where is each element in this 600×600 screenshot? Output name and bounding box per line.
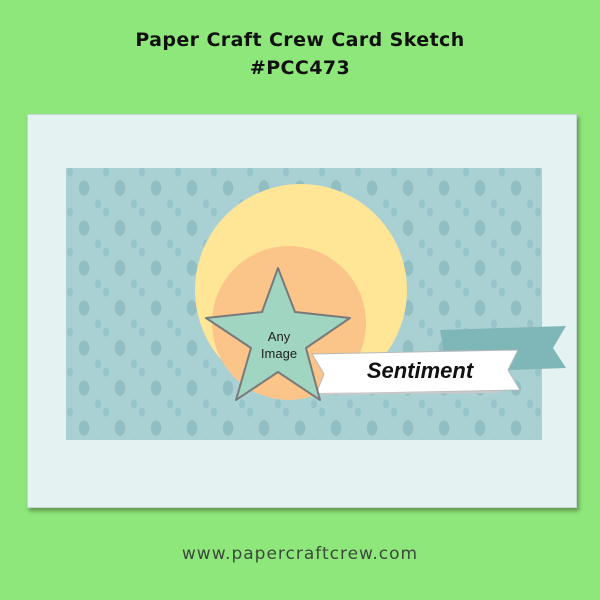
sketch-number: #PCC473 [249,57,351,79]
sketch-title-line-1: Paper Craft Crew Card Sketch [135,29,465,51]
website-url[interactable]: www.papercraftcrew.com [181,544,419,564]
image-label: Image [261,346,297,361]
sentiment-banner: Sentiment [311,349,521,395]
star-image-layer: Any Image [205,267,351,401]
sentiment-label: Sentiment [367,358,475,383]
any-label: Any [268,329,291,344]
sketch-title: Paper Craft Crew Card Sketch #PCC473 [0,26,600,82]
